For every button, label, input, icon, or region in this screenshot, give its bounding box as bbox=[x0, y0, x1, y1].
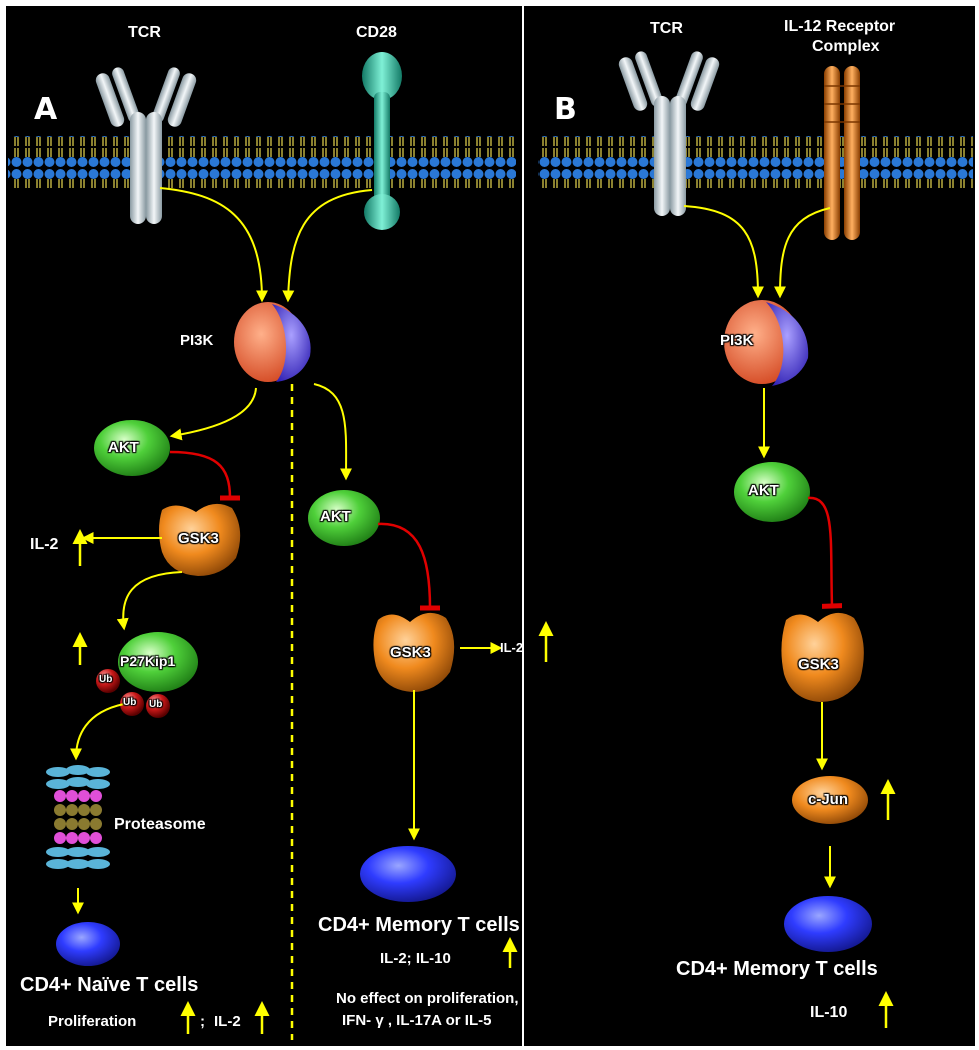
il10-label-b: IL-10 bbox=[810, 1004, 848, 1021]
akt-a-memory bbox=[308, 490, 380, 546]
gsk3-a-naive bbox=[159, 503, 241, 576]
cjun-label: c-Jun bbox=[808, 791, 849, 808]
gsk3-b bbox=[781, 612, 864, 702]
gsk3-label-b: GSK3 bbox=[798, 656, 839, 673]
proteasome-label: Proteasome bbox=[114, 816, 206, 833]
pi3k-label-a: PI3K bbox=[180, 332, 214, 349]
membrane-b bbox=[538, 136, 973, 188]
ub-3 bbox=[146, 694, 170, 718]
cd28-receptor bbox=[362, 52, 402, 230]
tcr-label-a: TCR bbox=[128, 24, 161, 41]
cell-naive bbox=[56, 922, 120, 966]
p27kip1-label: P27Kip1 bbox=[120, 653, 176, 669]
gsk3-label-a-memory: GSK3 bbox=[390, 644, 431, 661]
ub-label-2: Ub bbox=[123, 697, 137, 708]
inhibition-arrows bbox=[169, 450, 832, 608]
il12r-label-line1: IL-12 Receptor bbox=[784, 18, 896, 35]
gsk3-label-a-naive: GSK3 bbox=[178, 530, 219, 547]
cell-memory-a bbox=[360, 846, 456, 902]
il2-label-a-naive: IL-2 bbox=[30, 536, 59, 553]
ub-1 bbox=[96, 669, 120, 693]
p27kip1 bbox=[118, 632, 198, 692]
effect-separator: ; bbox=[200, 1013, 205, 1030]
proteasome bbox=[46, 765, 110, 869]
akt-label-b: AKT bbox=[748, 482, 779, 499]
activation-arrows bbox=[70, 187, 836, 915]
naive-cell-label: CD4+ Naïve T cells bbox=[20, 974, 199, 996]
akt-a-naive bbox=[94, 420, 170, 476]
il2-label-a-memory: IL-2 bbox=[500, 640, 524, 655]
pi3k-b bbox=[724, 300, 809, 386]
no-effect-line2: IFN- γ , IL-17A or IL-5 bbox=[342, 1012, 492, 1029]
pi3k-a bbox=[234, 302, 311, 382]
cd28-label: CD28 bbox=[356, 24, 397, 41]
memory-cell-label-a: CD4+ Memory T cells bbox=[318, 914, 520, 936]
il2-effect-label-naive: IL-2 bbox=[214, 1013, 241, 1030]
tcr-receptor-b bbox=[618, 51, 720, 216]
memory-cell-label-b: CD4+ Memory T cells bbox=[676, 958, 878, 980]
cjun bbox=[792, 776, 868, 824]
akt-b bbox=[734, 462, 810, 522]
memory-cytokines-a: IL-2; IL-10 bbox=[380, 950, 451, 967]
membrane-a bbox=[8, 136, 516, 188]
gsk3-a-memory bbox=[373, 612, 455, 692]
ub-label-3: Ub bbox=[149, 699, 163, 710]
panel-label-a: A bbox=[34, 92, 58, 127]
ub-label-1: Ub bbox=[99, 674, 113, 685]
panel-label-b: B bbox=[554, 92, 577, 127]
cell-memory-b bbox=[784, 896, 872, 952]
no-effect-line1: No effect on proliferation, bbox=[336, 990, 519, 1007]
increase-arrows bbox=[72, 529, 896, 1034]
akt-label-a-memory: AKT bbox=[320, 508, 351, 525]
il12r-label-line2: Complex bbox=[812, 38, 880, 55]
il12-receptor bbox=[824, 66, 860, 240]
proliferation-label: Proliferation bbox=[48, 1013, 137, 1030]
akt-label-a-naive: AKT bbox=[108, 439, 139, 456]
tcr-label-b: TCR bbox=[650, 20, 683, 37]
ub-2 bbox=[120, 692, 144, 716]
tcr-receptor-a bbox=[95, 67, 197, 224]
pi3k-label-b: PI3K bbox=[720, 332, 754, 349]
